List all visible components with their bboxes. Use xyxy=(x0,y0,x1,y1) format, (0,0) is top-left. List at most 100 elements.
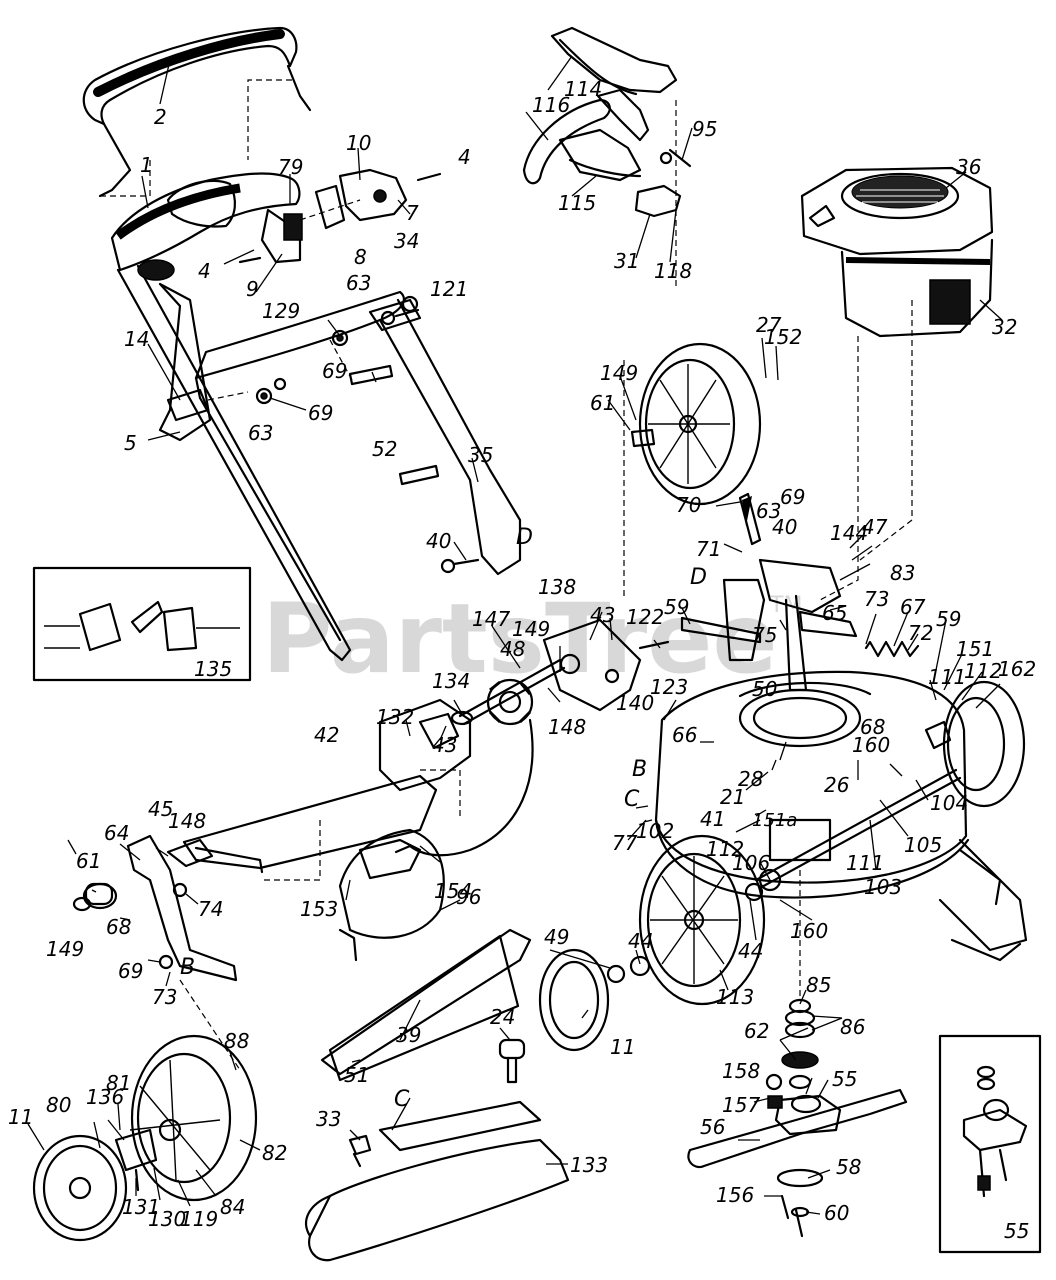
callout-69-c: 69 xyxy=(780,485,805,509)
callout-148-a: 148 xyxy=(548,715,586,739)
callout-149-c: 149 xyxy=(46,937,84,961)
callout-61-a: 61 xyxy=(590,391,615,415)
callout-41: 41 xyxy=(700,807,725,831)
callout-157: 157 xyxy=(722,1093,760,1117)
callout-9: 9 xyxy=(246,277,259,301)
callout-79: 79 xyxy=(278,155,303,179)
grass-chute xyxy=(304,1100,570,1262)
callout-28: 28 xyxy=(738,767,763,791)
callout-151: 151 xyxy=(956,637,994,661)
mulch-blade-guard xyxy=(338,828,445,962)
callout-40-b: 40 xyxy=(772,515,797,539)
callout-11-b: 11 xyxy=(610,1035,635,1059)
callout-83: 83 xyxy=(890,561,915,585)
handle-frame xyxy=(116,264,522,662)
callout-26: 26 xyxy=(824,773,849,797)
drive-housing xyxy=(182,698,472,874)
callout-118: 118 xyxy=(654,259,692,283)
callout-73-a: 73 xyxy=(864,587,889,611)
callout-50: 50 xyxy=(752,677,777,701)
callout-147: 147 xyxy=(472,607,510,631)
callout-156: 156 xyxy=(716,1183,754,1207)
callout-10: 10 xyxy=(346,131,371,155)
callout-40-a: 40 xyxy=(426,529,451,553)
callout-81: 81 xyxy=(106,1071,131,1095)
callout-11-a: 11 xyxy=(8,1105,33,1129)
hub-cap-front xyxy=(538,948,651,1052)
callout-31: 31 xyxy=(614,249,639,273)
callout-149-b: 149 xyxy=(512,617,550,641)
callout-160-a: 160 xyxy=(852,733,890,757)
height-adjuster xyxy=(680,492,858,692)
callout-4-a: 4 xyxy=(198,259,211,283)
drive-shaft xyxy=(450,658,566,726)
callout-27: 27 xyxy=(756,313,782,337)
callout-148-b: 148 xyxy=(168,809,206,833)
callout-153: 153 xyxy=(300,897,338,921)
callout-55-a: 55 xyxy=(832,1067,857,1091)
callout-69-a: 69 xyxy=(322,359,347,383)
mower-deck xyxy=(654,670,1028,962)
inset-135 xyxy=(32,566,252,682)
callout-67: 67 xyxy=(900,595,926,619)
callout-115: 115 xyxy=(558,191,596,215)
callout-1: 1 xyxy=(140,153,153,177)
callout-160-b: 160 xyxy=(790,919,828,943)
callout-73-b: 73 xyxy=(152,985,177,1009)
callout-71: 71 xyxy=(696,537,721,561)
callout-8: 8 xyxy=(354,245,367,269)
callout-59-b: 59 xyxy=(936,607,961,631)
callout-86: 86 xyxy=(840,1015,865,1039)
callout-158: 158 xyxy=(722,1059,760,1083)
callout-45: 45 xyxy=(148,797,173,821)
callout-77: 77 xyxy=(612,831,638,855)
callout-42: 42 xyxy=(314,723,339,747)
ref-D-2: D xyxy=(690,565,707,590)
callout-123: 123 xyxy=(650,675,688,699)
callout-121: 121 xyxy=(430,277,468,301)
callout-4-b: 4 xyxy=(458,145,471,169)
blade xyxy=(687,1088,908,1238)
callout-149-a: 149 xyxy=(600,361,638,385)
ref-C-1: C xyxy=(624,787,640,812)
stud-bolt xyxy=(498,1038,526,1084)
callout-47: 47 xyxy=(862,515,888,539)
callout-62: 62 xyxy=(744,1019,769,1043)
ref-B-1: B xyxy=(180,955,195,980)
callout-116: 116 xyxy=(532,93,570,117)
callout-138: 138 xyxy=(538,575,576,599)
callout-48: 48 xyxy=(500,637,525,661)
bag-frame xyxy=(522,26,692,218)
callout-80: 80 xyxy=(46,1093,71,1117)
callout-33: 33 xyxy=(316,1107,341,1131)
ref-C-2: C xyxy=(394,1087,410,1112)
callout-132: 132 xyxy=(376,705,414,729)
wheel-height-bracket xyxy=(72,834,238,982)
drive-cable xyxy=(394,718,534,857)
callout-2: 2 xyxy=(154,105,167,129)
callout-119: 119 xyxy=(180,1207,218,1231)
callout-96: 96 xyxy=(456,885,481,909)
callout-152: 152 xyxy=(764,325,802,349)
callout-49: 49 xyxy=(544,925,569,949)
callout-59-a: 59 xyxy=(664,595,689,619)
handle-hardware xyxy=(238,172,480,574)
callout-111-b: 111 xyxy=(846,851,884,875)
callout-43-b: 43 xyxy=(432,733,457,757)
callout-63-b: 63 xyxy=(248,421,273,445)
callout-114: 114 xyxy=(564,77,602,101)
callout-129: 129 xyxy=(262,299,300,323)
callout-136: 136 xyxy=(86,1085,124,1109)
ref-D-1: D xyxy=(516,525,533,550)
inset-55 xyxy=(938,1034,1042,1254)
spring xyxy=(864,640,920,658)
throttle-bracket xyxy=(314,168,408,230)
callout-131: 131 xyxy=(122,1195,160,1219)
front-wheel xyxy=(638,834,766,1006)
callout-labels: 2 1 4 4 9 10 7 79 8 34 129 14 5 63 121 6… xyxy=(8,77,1036,1243)
callout-111-a: 111 xyxy=(928,665,966,689)
callout-32: 32 xyxy=(992,315,1017,339)
rear-top-wheel xyxy=(630,342,762,506)
callout-75: 75 xyxy=(752,623,777,647)
callout-61-b: 61 xyxy=(76,849,101,873)
